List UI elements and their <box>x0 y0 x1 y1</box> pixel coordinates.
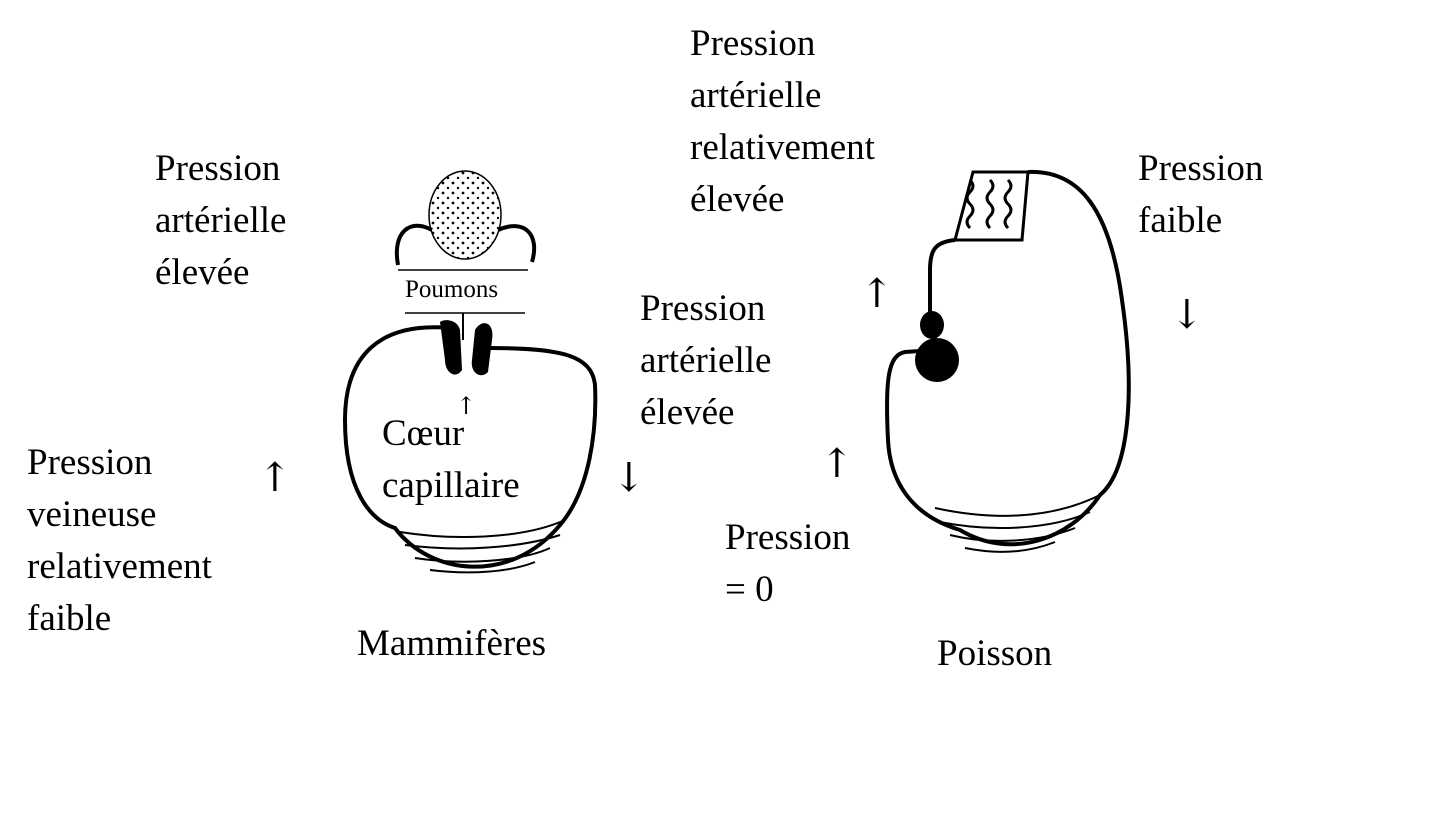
fish-heart <box>915 311 959 382</box>
lungs-drawing <box>394 170 537 314</box>
arrow-down-icon: ↓ <box>612 455 646 501</box>
arrow-down-icon: ↓ <box>1170 292 1204 338</box>
mammal-heart <box>440 313 493 376</box>
zero-pressure-label: Pression= 0 <box>725 517 851 610</box>
lungs-label: Poumons <box>405 276 499 303</box>
arrow-up-icon: ↑ <box>456 392 477 420</box>
mammal-title: Mammifères <box>357 623 547 664</box>
fish-circulation-loop <box>885 169 1131 553</box>
arrow-up-icon: ↑ <box>820 441 854 487</box>
gills-drawing <box>953 170 1030 242</box>
mammal-circulation-loop <box>342 325 598 574</box>
arrow-up-icon: ↑ <box>258 455 292 501</box>
fish-title: Poisson <box>937 633 1053 674</box>
arrow-up-icon: ↑ <box>860 271 894 317</box>
